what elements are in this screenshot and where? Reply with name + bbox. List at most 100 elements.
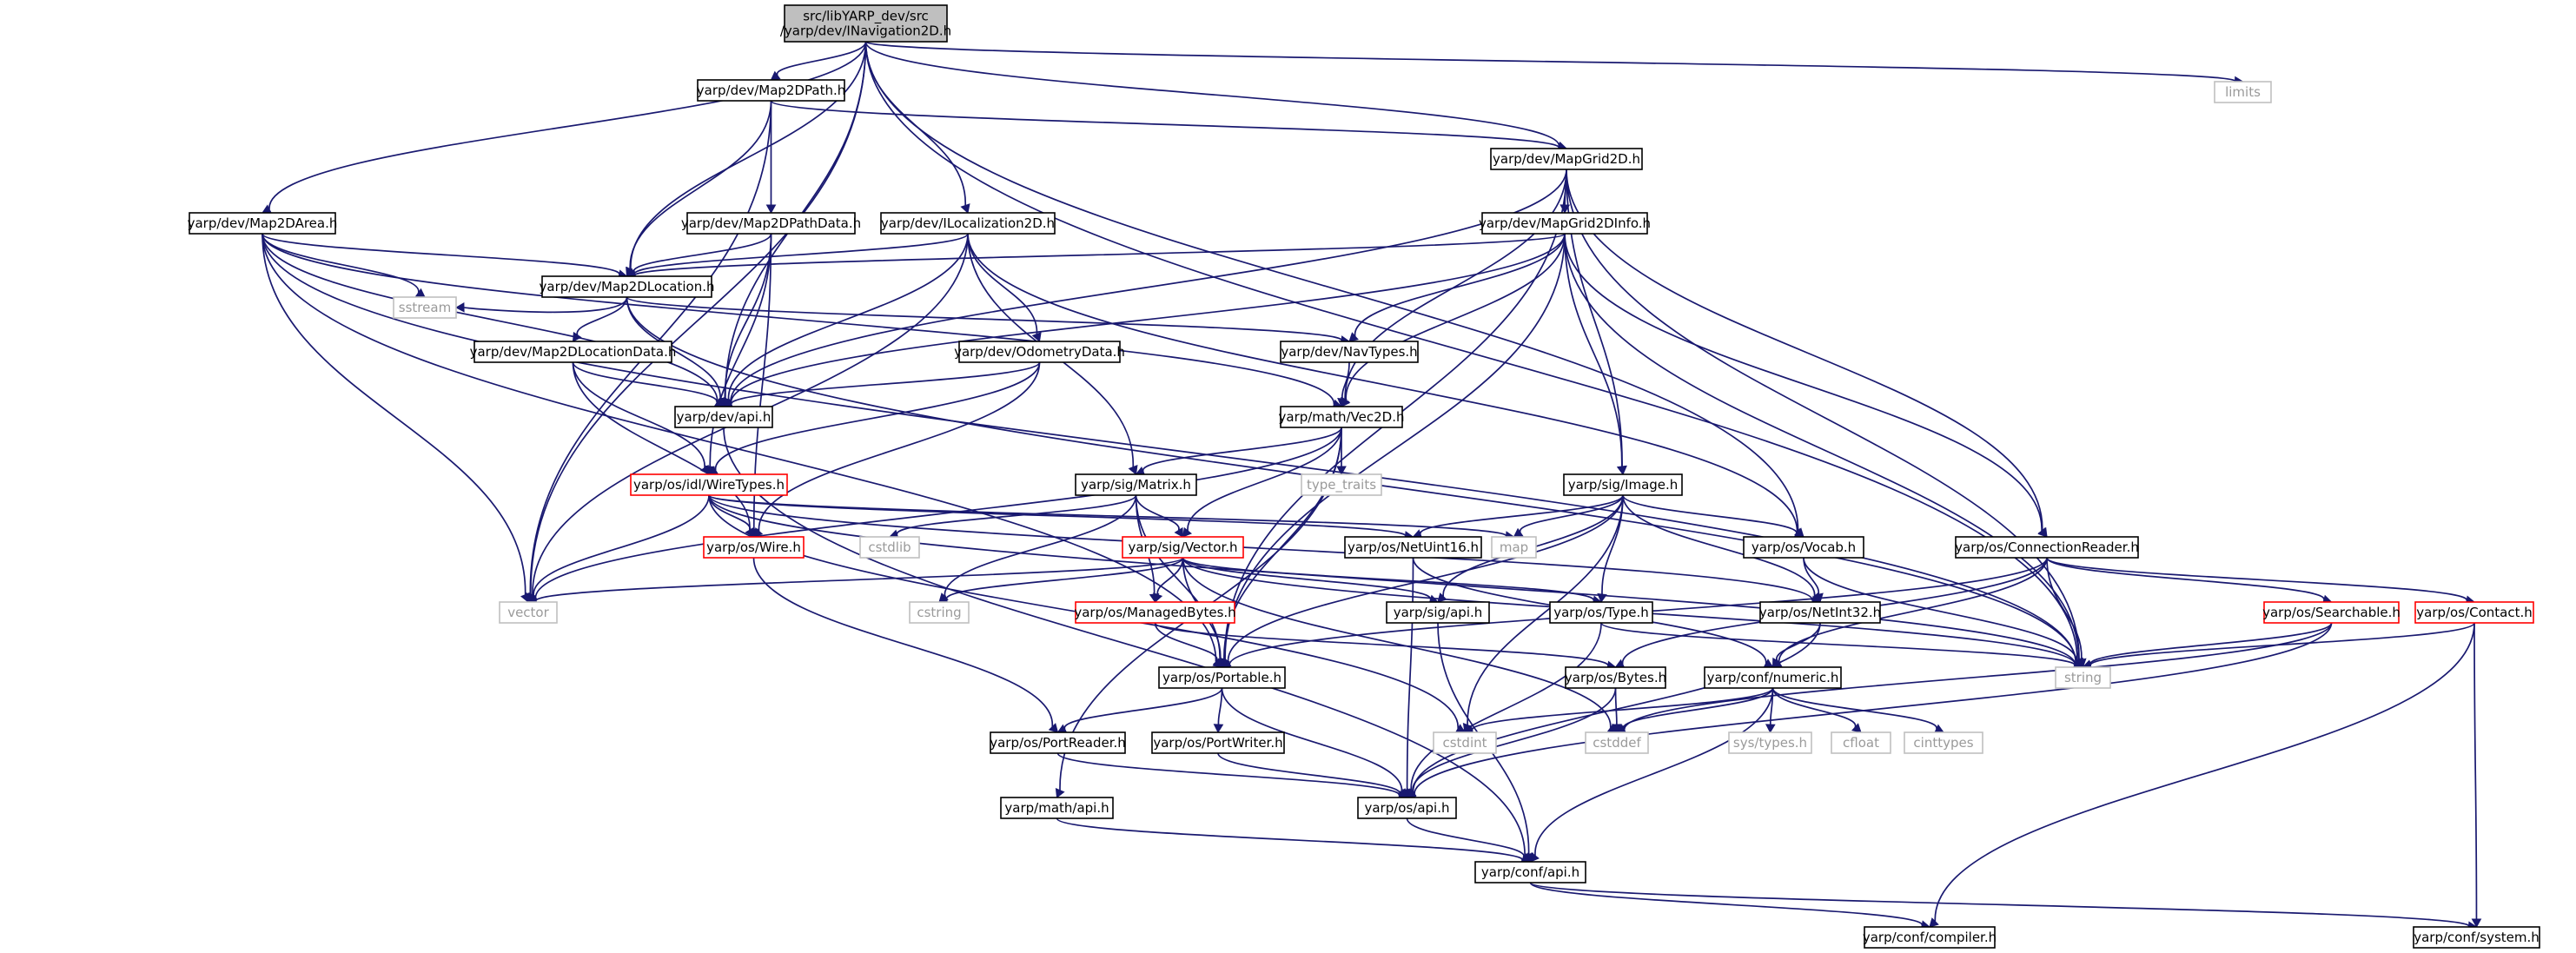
edge-matrix-to-cstring xyxy=(944,494,1137,597)
node-typetraits[interactable]: type_traits xyxy=(1301,473,1382,496)
node-vector_std[interactable]: vector xyxy=(499,601,558,624)
node-map2dpath[interactable]: yarp/dev/Map2DPath.h xyxy=(697,79,845,102)
node-portwriter[interactable]: yarp/os/PortWriter.h xyxy=(1151,731,1285,754)
edge-bytes-to-osapi xyxy=(1412,687,1617,792)
node-map[interactable]: map xyxy=(1491,536,1537,559)
edge-mapgrid2dinfo-to-devapi xyxy=(730,233,1566,404)
node-cfloat[interactable]: cfloat xyxy=(1831,731,1891,754)
edge-portable-to-portreader xyxy=(1063,687,1223,730)
node-label: yarp/dev/Map2DPathData.h xyxy=(681,215,861,231)
node-ilocalization2d[interactable]: yarp/dev/ILocalization2D.h xyxy=(880,212,1056,235)
node-netuint16[interactable]: yarp/os/NetUint16.h xyxy=(1344,536,1482,559)
edge-arrow-vec2d-to-typetraits xyxy=(1336,466,1347,476)
edge-managedbytes-to-portable xyxy=(1154,622,1218,662)
node-box xyxy=(686,212,856,235)
node-string[interactable]: string xyxy=(2055,666,2111,689)
edge-arrow-navtypes-to-vec2d xyxy=(1337,397,1348,408)
node-systypes[interactable]: sys/types.h xyxy=(1728,731,1812,754)
edge-type-to-string xyxy=(1600,622,2076,667)
node-confapi[interactable]: yarp/conf/api.h xyxy=(1474,861,1586,884)
node-osapi[interactable]: yarp/os/api.h xyxy=(1357,797,1457,819)
node-box xyxy=(703,536,805,559)
node-box xyxy=(1563,473,1683,496)
node-map2darea[interactable]: yarp/dev/Map2DArea.h xyxy=(188,212,338,235)
node-box xyxy=(2413,926,2540,949)
node-vector_h[interactable]: yarp/sig/Vector.h xyxy=(1122,536,1244,559)
node-portable[interactable]: yarp/os/Portable.h xyxy=(1158,666,1286,689)
node-label: string xyxy=(2064,670,2102,685)
node-cinttypes[interactable]: cinttypes xyxy=(1904,731,1983,754)
node-box xyxy=(2414,601,2534,624)
edge-vector_h-to-sigapi xyxy=(1182,557,1432,601)
edge-map2darea-to-devapi xyxy=(262,233,718,403)
node-box xyxy=(880,212,1056,235)
node-portreader[interactable]: yarp/os/PortReader.h xyxy=(990,731,1126,754)
node-connectionreader[interactable]: yarp/os/ConnectionReader.h xyxy=(1955,536,2139,559)
edge-vocab-to-string xyxy=(1803,557,2078,663)
node-devapi[interactable]: yarp/dev/api.h xyxy=(674,406,773,428)
edge-arrow-numeric-to-cfloat xyxy=(1851,723,1862,733)
node-cstring[interactable]: cstring xyxy=(909,601,970,624)
edge-contact-to-compiler xyxy=(1934,622,2475,922)
node-vocab[interactable]: yarp/os/Vocab.h xyxy=(1743,536,1864,559)
node-mathapi[interactable]: yarp/math/api.h xyxy=(1000,797,1114,819)
node-type[interactable]: yarp/os/Type.h xyxy=(1549,601,1653,624)
node-box xyxy=(784,4,948,43)
edge-arrow-image-to-map xyxy=(1513,527,1524,538)
node-matrix[interactable]: yarp/sig/Matrix.h xyxy=(1075,473,1197,496)
node-label: cstddef xyxy=(1593,735,1641,751)
node-label: cstdlib xyxy=(868,539,911,555)
node-compiler[interactable]: yarp/conf/compiler.h xyxy=(1863,926,1997,949)
node-label: yarp/dev/MapGrid2DInfo.h xyxy=(1479,215,1651,231)
node-mapgrid2d[interactable]: yarp/dev/MapGrid2D.h xyxy=(1490,148,1643,170)
node-numeric[interactable]: yarp/conf/numeric.h xyxy=(1704,666,1842,689)
node-image[interactable]: yarp/sig/Image.h xyxy=(1563,473,1683,496)
edge-vector_h-to-cstring xyxy=(945,557,1184,600)
edge-arrow-portable-to-portwriter xyxy=(1213,724,1224,734)
edge-map2dpathdata-to-map2dlocation xyxy=(632,233,772,274)
edge-mapgrid2dinfo-to-vec2d xyxy=(1345,233,1566,400)
node-sigapi[interactable]: yarp/sig/api.h xyxy=(1386,601,1490,624)
edge-navtypes-to-vec2d xyxy=(1341,361,1350,400)
node-cstdlib[interactable]: cstdlib xyxy=(859,536,920,559)
edge-mapgrid2dinfo-to-image xyxy=(1564,233,1623,467)
node-label: sys/types.h xyxy=(1733,735,1807,751)
node-navtypes[interactable]: yarp/dev/NavTypes.h xyxy=(1280,341,1419,363)
node-cstddef[interactable]: cstddef xyxy=(1585,731,1649,754)
node-contact[interactable]: yarp/os/Contact.h xyxy=(2414,601,2534,624)
edge-arrow-wire-to-portreader xyxy=(1048,723,1059,733)
edge-arrow-bytes-to-cstddef xyxy=(1611,724,1622,734)
node-map2dlocationdata[interactable]: yarp/dev/Map2DLocationData.h xyxy=(470,341,677,363)
edge-arrow-wiretypes-to-wire xyxy=(745,526,755,538)
node-label: yarp/dev/Map2DArea.h xyxy=(188,215,338,231)
node-box xyxy=(473,341,672,363)
node-vec2d[interactable]: yarp/math/Vec2D.h xyxy=(1279,406,1405,428)
edge-arrow-connectionreader-to-string xyxy=(2076,658,2087,669)
node-cstdint[interactable]: cstdint xyxy=(1433,731,1497,754)
node-box xyxy=(909,601,970,624)
edge-map2dlocation-to-map2dlocationdata xyxy=(576,296,628,335)
node-limits[interactable]: limits xyxy=(2214,81,2272,103)
node-searchable[interactable]: yarp/os/Searchable.h xyxy=(2262,601,2401,624)
edge-portwriter-to-osapi xyxy=(1217,752,1401,795)
node-managedbytes[interactable]: yarp/os/ManagedBytes.h xyxy=(1074,601,1236,624)
edge-wiretypes-to-vector_std xyxy=(533,494,710,597)
node-wire[interactable]: yarp/os/Wire.h xyxy=(703,536,805,559)
node-wiretypes[interactable]: yarp/os/idl/WireTypes.h xyxy=(630,473,788,496)
node-map2dlocation[interactable]: yarp/dev/Map2DLocation.h xyxy=(540,275,715,298)
node-mapgrid2dinfo[interactable]: yarp/dev/MapGrid2DInfo.h xyxy=(1479,212,1651,235)
node-label: yarp/dev/MapGrid2D.h xyxy=(1493,151,1640,167)
node-map2dpathdata[interactable]: yarp/dev/Map2DPathData.h xyxy=(681,212,861,235)
node-system[interactable]: yarp/conf/system.h xyxy=(2413,926,2540,949)
node-sstream[interactable]: sstream xyxy=(393,296,457,319)
node-bytes[interactable]: yarp/os/Bytes.h xyxy=(1565,666,1666,689)
node-netint32[interactable]: yarp/os/NetInt32.h xyxy=(1759,601,1881,624)
node-label: sstream xyxy=(399,300,451,315)
edge-mapgrid2d-to-devapi xyxy=(730,169,1567,403)
edge-numeric-to-cinttypes xyxy=(1771,687,1937,730)
node-root[interactable]: src/libYARP_dev/src/yarp/dev/INavigation… xyxy=(780,4,951,43)
node-odometrydata[interactable]: yarp/dev/OdometryData.h xyxy=(954,341,1125,363)
edge-root-to-map2dlocation xyxy=(630,41,867,270)
node-box xyxy=(499,601,558,624)
